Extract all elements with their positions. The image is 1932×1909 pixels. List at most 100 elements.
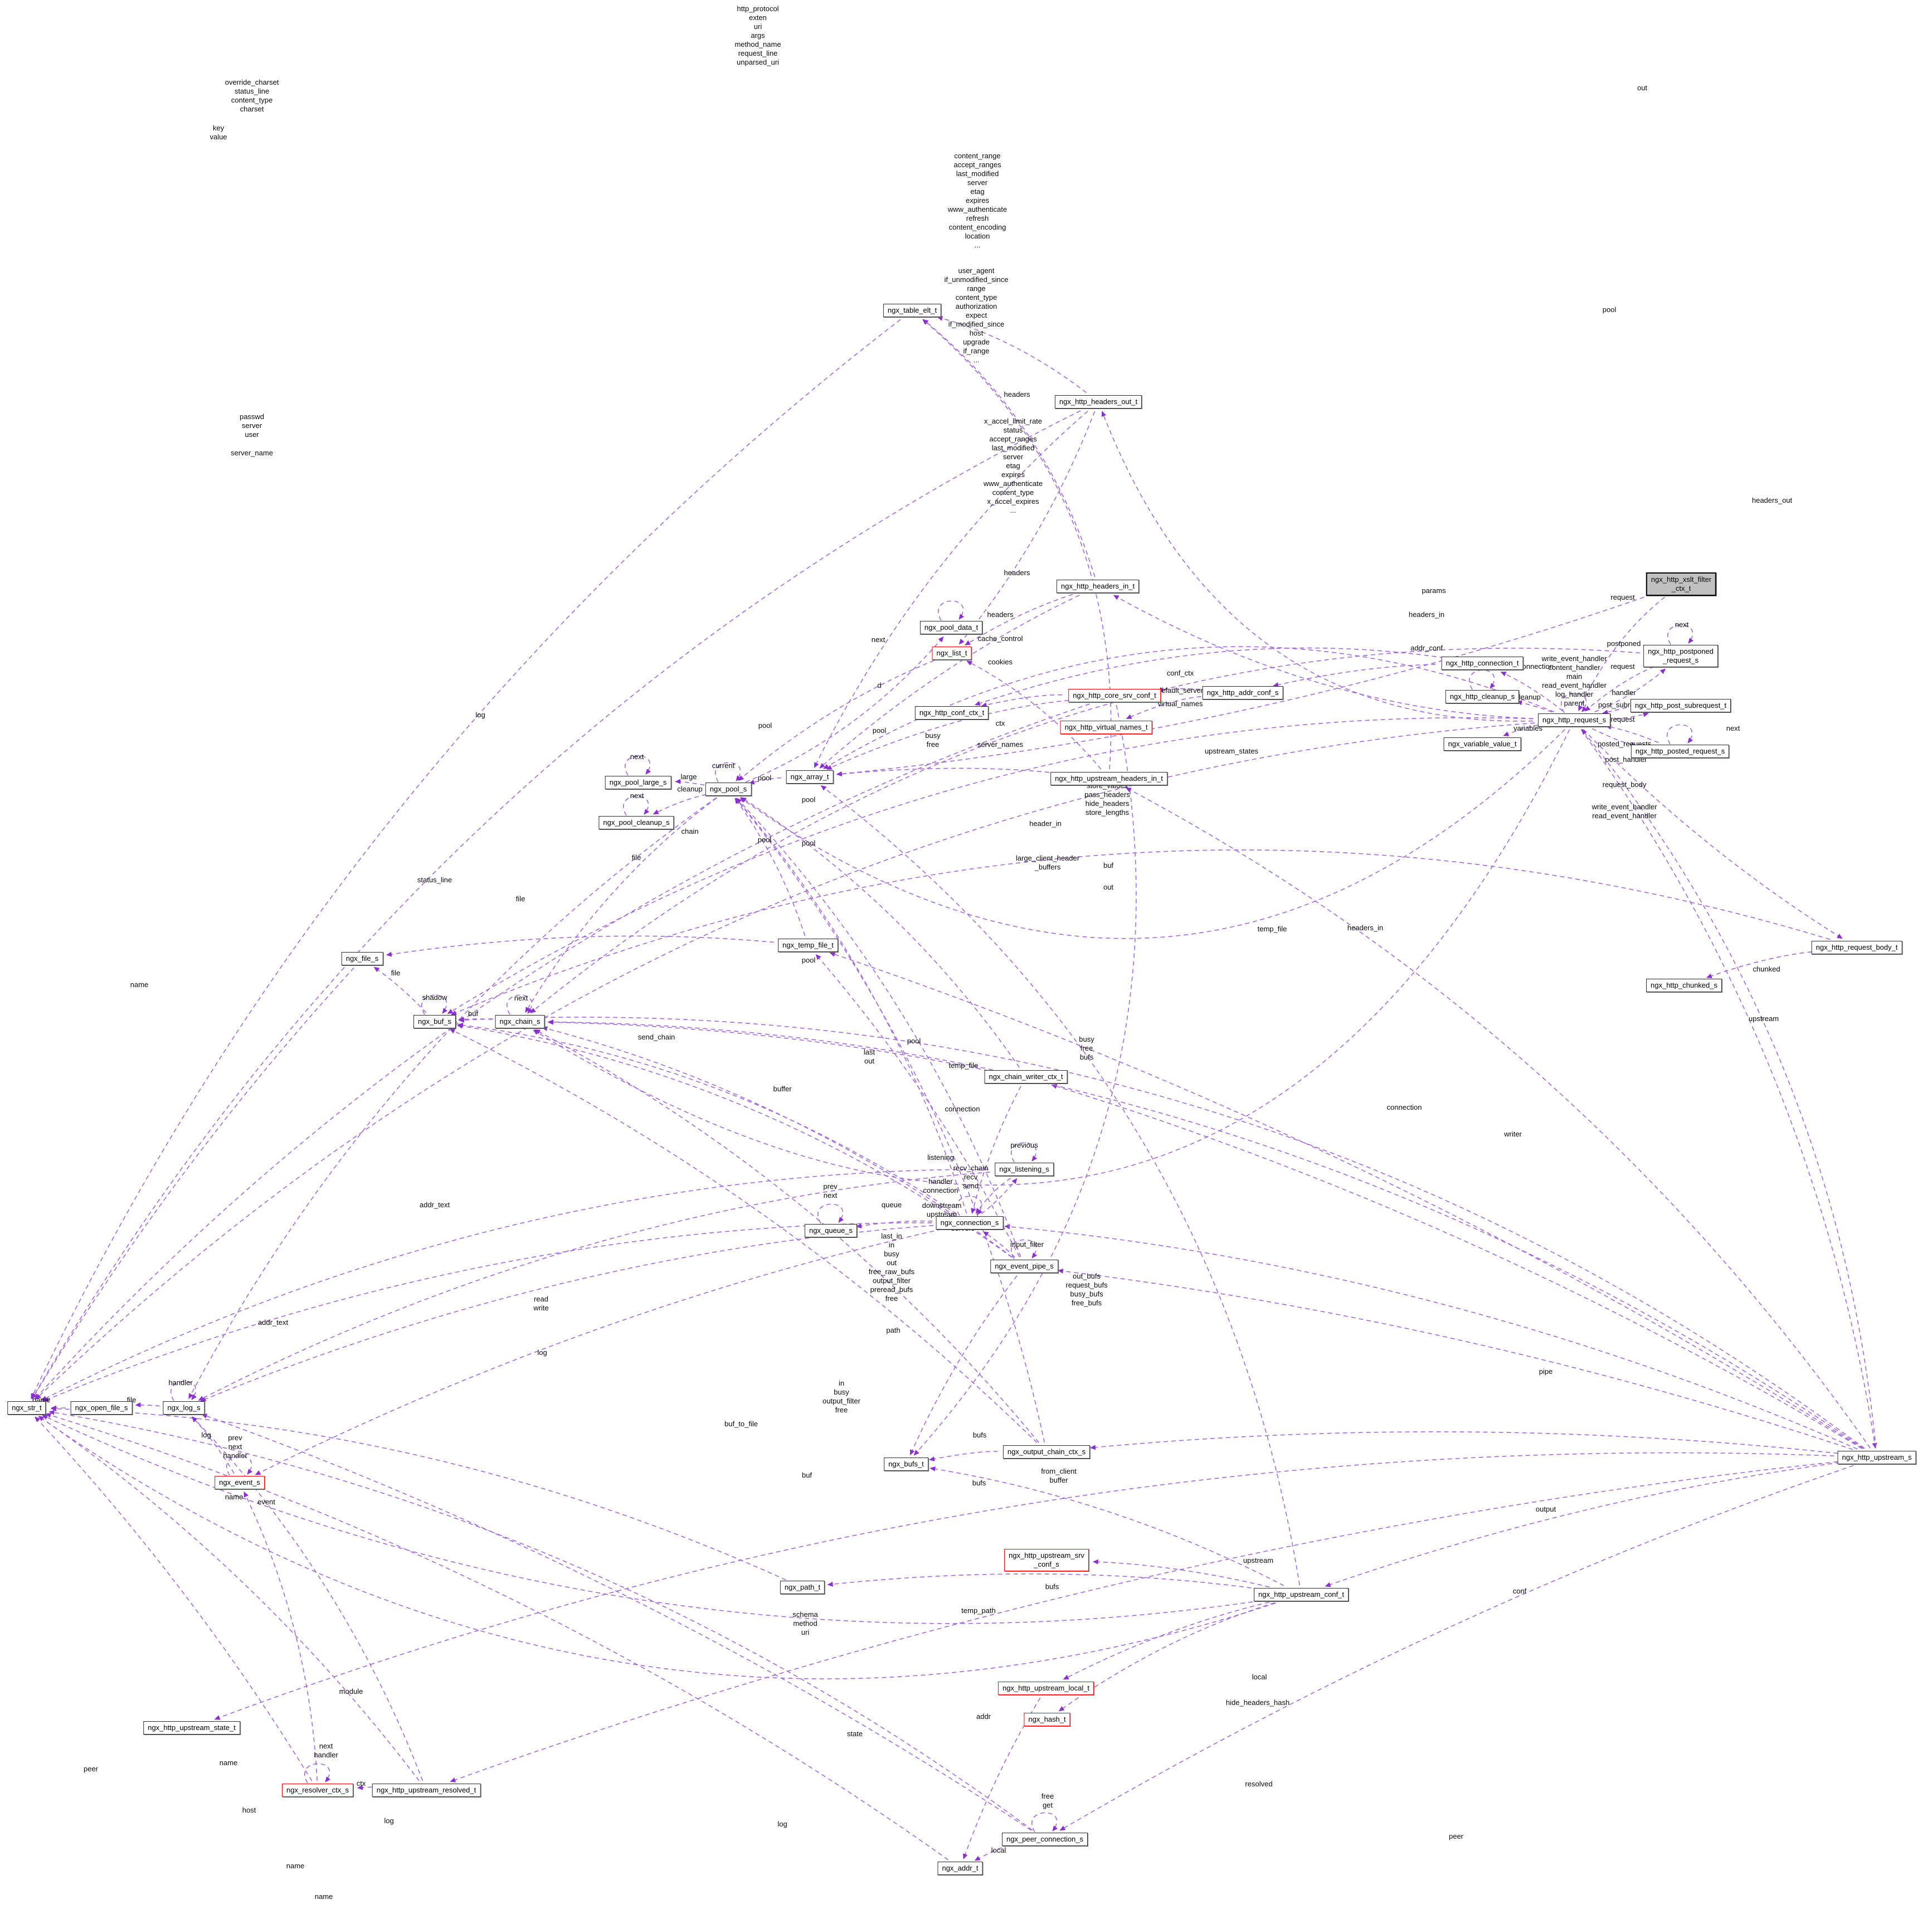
edge-buf-file — [373, 966, 427, 1013]
edge-label: handler connection — [923, 1177, 958, 1194]
node-buf[interactable]: ngx_buf_s — [413, 1015, 456, 1028]
node-list[interactable]: ngx_list_t — [932, 647, 972, 660]
edge-label: out_bufs request_bufs busy_bufs free_buf… — [1065, 1272, 1108, 1307]
edge-ups_resolved-log — [192, 1416, 424, 1781]
node-pool_data[interactable]: ngx_pool_data_t — [919, 621, 983, 634]
edge-ups_resolved-str — [38, 1416, 420, 1781]
node-headers_in[interactable]: ngx_http_headers_in_t — [1056, 580, 1140, 593]
node-chunked[interactable]: ngx_http_chunked_s — [1646, 979, 1722, 992]
edge-label: connection — [945, 1105, 980, 1113]
edge-chain-chain — [506, 994, 533, 1015]
node-postponed[interactable]: ngx_http_postponed _request_s — [1643, 645, 1718, 667]
edge-label: conf_ctx — [1166, 669, 1194, 677]
edge-listening-log — [198, 1172, 990, 1401]
node-conf_ctx[interactable]: ngx_http_conf_ctx_t — [914, 706, 989, 720]
edge-label: log — [537, 1348, 547, 1357]
node-event_pipe[interactable]: ngx_event_pipe_s — [990, 1260, 1058, 1273]
edge-list-pool — [738, 660, 935, 781]
edge-label: temp_file — [948, 1061, 979, 1070]
node-listening[interactable]: ngx_listening_s — [995, 1163, 1054, 1176]
node-ups_conf[interactable]: ngx_http_upstream_conf_t — [1254, 1588, 1349, 1601]
node-req_body[interactable]: ngx_http_request_body_t — [1811, 941, 1902, 954]
edge-label: server_names — [977, 740, 1024, 749]
node-headers_out[interactable]: ngx_http_headers_out_t — [1054, 395, 1142, 409]
node-queue[interactable]: ngx_queue_s — [804, 1224, 858, 1237]
edge-label: pool — [758, 721, 772, 730]
edge-request-request — [1560, 693, 1588, 713]
node-peer_conn[interactable]: ngx_peer_connection_s — [1001, 1833, 1088, 1846]
edge-label: key value — [210, 124, 227, 141]
edge-label: log — [384, 1816, 394, 1825]
node-path[interactable]: ngx_path_t — [780, 1581, 825, 1594]
node-http_conn[interactable]: ngx_http_connection_t — [1441, 657, 1524, 670]
edge-request-cleanup — [1516, 700, 1553, 713]
edge-listening-str — [41, 1169, 989, 1401]
edge-request-upstream — [1580, 729, 1877, 1449]
edge-label: queue — [881, 1201, 902, 1209]
edge-request-req_body — [1583, 729, 1843, 939]
node-file[interactable]: ngx_file_s — [341, 952, 383, 965]
edge-event_pipe-event_pipe — [1010, 1239, 1038, 1260]
edge-label: addr_text — [257, 1318, 289, 1327]
node-request[interactable]: ngx_http_request_s — [1537, 713, 1611, 727]
edge-label: pool — [801, 795, 816, 804]
edge-log-open_file — [135, 1402, 160, 1407]
node-core_srv[interactable]: ngx_http_core_srv_conf_t — [1068, 689, 1161, 702]
node-ups_state[interactable]: ngx_http_upstream_state_t — [143, 1721, 240, 1735]
edge-label: bufs — [972, 1431, 987, 1439]
edge-request-http_conn — [1500, 671, 1563, 712]
edge-label: output — [1535, 1505, 1556, 1513]
node-bufs[interactable]: ngx_bufs_t — [884, 1458, 928, 1471]
node-ups_resolved[interactable]: ngx_http_upstream_resolved_t — [372, 1784, 481, 1797]
edge-connection-connection — [956, 1196, 983, 1216]
edge-upstream-event_pipe — [1057, 1269, 1853, 1450]
node-chain[interactable]: ngx_chain_s — [495, 1015, 545, 1028]
node-posted[interactable]: ngx_http_posted_request_s — [1631, 745, 1730, 758]
node-pool_cleanup[interactable]: ngx_pool_cleanup_s — [598, 816, 674, 829]
node-resolver[interactable]: ngx_resolver_ctx_s — [282, 1784, 353, 1797]
edge-pool-pool_cleanup — [653, 794, 707, 815]
node-ups_headers_in[interactable]: ngx_http_upstream_headers_in_t — [1050, 772, 1167, 785]
edge-label: temp_path — [961, 1606, 996, 1615]
edge-table_elt-str — [31, 319, 901, 1400]
edge-temp_file-pool — [734, 798, 806, 936]
edge-log-log — [170, 1381, 197, 1401]
node-pool[interactable]: ngx_pool_s — [705, 783, 752, 796]
edge-buf-buf — [421, 994, 448, 1015]
node-connection[interactable]: ngx_connection_s — [936, 1216, 1004, 1230]
edge-label: input_filter — [1010, 1240, 1044, 1249]
node-log[interactable]: ngx_log_s — [163, 1401, 205, 1415]
node-chain_writer[interactable]: ngx_chain_writer_ctx_t — [984, 1070, 1068, 1084]
edge-pool-pool_data — [745, 636, 944, 783]
edge-file-str — [32, 967, 354, 1400]
node-temp_file[interactable]: ngx_temp_file_t — [778, 939, 838, 952]
edge-label: bufs — [972, 1479, 986, 1487]
node-ups_local[interactable]: ngx_http_upstream_local_t — [997, 1682, 1094, 1695]
node-str[interactable]: ngx_str_t — [7, 1401, 46, 1415]
node-cleanup[interactable]: ngx_http_cleanup_s — [1445, 690, 1520, 703]
node-pool_large[interactable]: ngx_pool_large_s — [605, 776, 671, 789]
node-event[interactable]: ngx_event_s — [215, 1476, 265, 1489]
node-hash[interactable]: ngx_hash_t — [1024, 1713, 1070, 1726]
edge-label: http_protocol exten uri args method_name… — [734, 4, 781, 66]
node-addr_conf[interactable]: ngx_http_addr_conf_s — [1202, 686, 1283, 700]
edge-event_pipe-temp_file — [815, 954, 1020, 1257]
edge-label: server_name — [231, 449, 273, 457]
node-open_file[interactable]: ngx_open_file_s — [70, 1401, 133, 1415]
edge-label: module — [339, 1687, 363, 1696]
edge-label: headers_out — [1751, 496, 1793, 504]
node-addr[interactable]: ngx_addr_t — [937, 1862, 983, 1875]
node-virtual_names[interactable]: ngx_http_virtual_names_t — [1060, 721, 1152, 734]
node-var_value[interactable]: ngx_variable_value_t — [1443, 737, 1521, 751]
edge-label: headers — [1004, 569, 1030, 577]
node-post_sub[interactable]: ngx_http_post_subrequest_t — [1630, 699, 1731, 712]
node-output_chain[interactable]: ngx_output_chain_ctx_s — [1003, 1445, 1091, 1459]
edge-label: name — [219, 1759, 238, 1767]
node-array[interactable]: ngx_array_t — [786, 770, 834, 784]
edge-output_chain-bufs — [929, 1451, 998, 1461]
node-xslt[interactable]: ngx_http_xslt_filter _ctx_t — [1646, 572, 1717, 596]
node-ups_srv_conf[interactable]: ngx_http_upstream_srv _conf_s — [1004, 1549, 1089, 1571]
node-upstream[interactable]: ngx_http_upstream_s — [1837, 1451, 1916, 1464]
node-table_elt[interactable]: ngx_table_elt_t — [883, 304, 942, 317]
edge-ups_headers_in-list — [966, 660, 1102, 770]
